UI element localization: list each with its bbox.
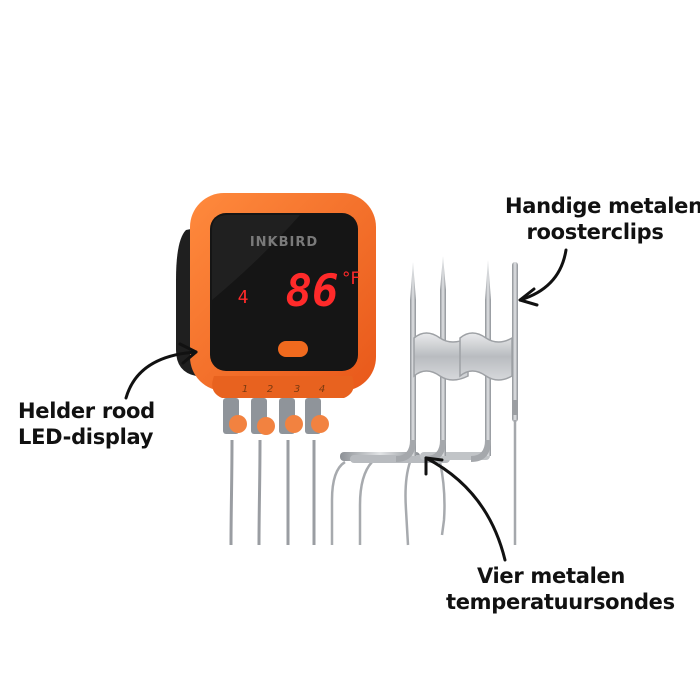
label-line: Handige metalen — [505, 194, 700, 218]
rod-probe — [512, 262, 518, 545]
port-number: 1 — [242, 384, 248, 395]
probe-plugs — [223, 398, 329, 435]
port-number: 2 — [267, 384, 273, 395]
probe-cables — [229, 439, 316, 546]
port-number: 3 — [294, 384, 300, 395]
device-button[interactable] — [278, 341, 308, 357]
temperature-readout: 86 — [286, 266, 339, 317]
label-line: Helder rood — [18, 399, 155, 423]
label-line: roosterclips — [526, 220, 664, 244]
port-numbers: 1 2 3 4 — [242, 384, 325, 395]
channel-indicator: 4 — [238, 287, 249, 308]
port-number: 4 — [319, 384, 325, 395]
label-grill-clips: Handige metalen roosterclips — [505, 193, 700, 245]
label-line: Vier metalen — [476, 564, 626, 588]
label-probes: Vier metalen temperatuursondes — [446, 563, 675, 615]
grill-clips — [413, 332, 513, 381]
label-line: temperatuursondes — [446, 590, 675, 614]
label-line: LED-display — [18, 425, 154, 449]
brand-logo: INKBIRD — [250, 235, 318, 250]
temperature-unit: °F — [342, 269, 360, 289]
thermometer-device — [176, 193, 376, 398]
annotation-arrows — [124, 248, 568, 562]
label-led-display: Helder rood LED-display — [18, 398, 155, 450]
